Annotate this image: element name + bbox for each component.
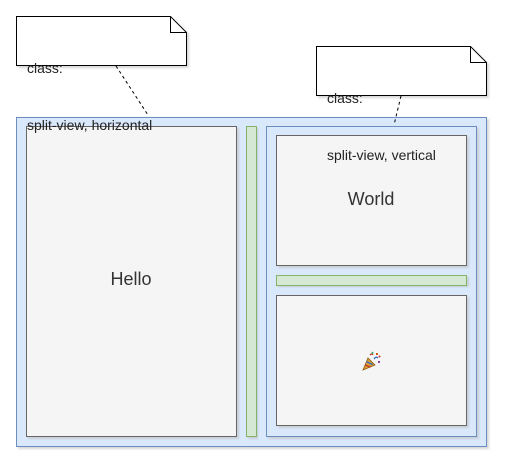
note-horizontal-line2: split-view, horizontal [27, 117, 153, 133]
top-right-panel-label: World [347, 189, 395, 209]
note-horizontal-text: class: split-view, horizontal [27, 21, 152, 173]
note-vertical-line1: class: [327, 90, 363, 106]
note-vertical-line2: split-view, vertical [327, 147, 436, 163]
party-popper-icon [359, 350, 383, 374]
note-vertical-fold [470, 46, 487, 63]
note-vertical-text: class: split-view, vertical [327, 51, 436, 203]
vertical-split-divider [276, 275, 467, 286]
note-horizontal-line1: class: [27, 60, 63, 76]
note-horizontal-fold [170, 16, 187, 33]
horizontal-split-divider [246, 126, 257, 437]
left-panel-label: Hello [110, 269, 152, 289]
